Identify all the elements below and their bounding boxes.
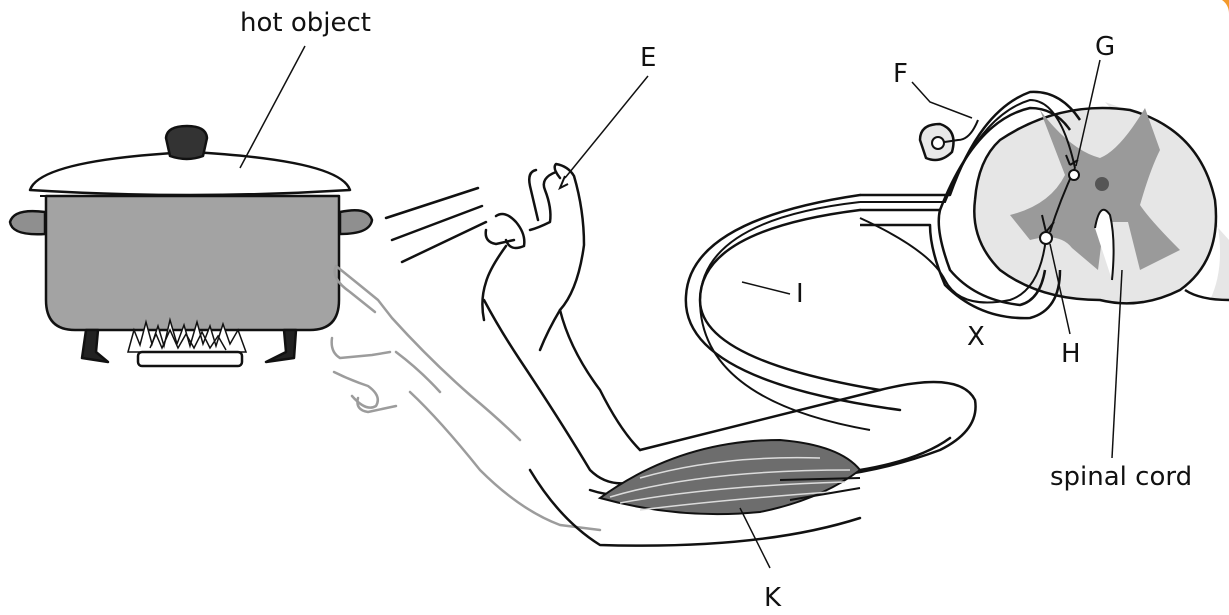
heat-lines xyxy=(386,188,486,262)
label-spinal-cord: spinal cord xyxy=(1050,462,1192,492)
label-F: F xyxy=(893,59,908,89)
relay-neuron-cell-body xyxy=(1069,170,1079,180)
faded-arm-outline xyxy=(332,266,600,530)
spinal-cord-section-icon xyxy=(974,102,1229,303)
label-K: K xyxy=(764,583,782,613)
label-G: G xyxy=(1095,32,1115,62)
label-E: E xyxy=(640,43,656,73)
label-X: X xyxy=(967,322,985,352)
label-I: I xyxy=(796,279,804,309)
motor-neuron-cell-body xyxy=(1040,232,1052,244)
label-hot-object: hot object xyxy=(240,8,371,38)
sensory-neuron-cell-body xyxy=(932,137,944,149)
hot-pot-icon xyxy=(10,126,372,362)
muscle-icon xyxy=(600,440,860,514)
orange-corner-mark xyxy=(1222,0,1229,14)
label-H: H xyxy=(1061,339,1081,369)
